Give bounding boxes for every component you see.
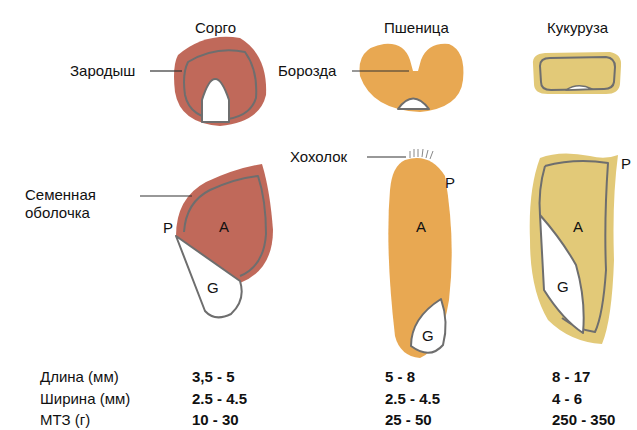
part-label: Борозда <box>278 62 336 80</box>
part-letter: A <box>573 218 583 236</box>
part-letter: G <box>557 278 569 296</box>
part-label: Зародыш <box>70 62 135 80</box>
part-label: Семенная оболочка <box>25 186 137 222</box>
table-cell: Ширина (мм) <box>40 390 130 408</box>
column-heading: Пшеница <box>384 19 449 37</box>
part-letter: P <box>445 174 455 192</box>
part-letter: P <box>621 155 631 173</box>
table-cell: МТЗ (г) <box>40 411 90 429</box>
table-cell: 10 - 30 <box>192 411 239 429</box>
part-letter: G <box>422 327 434 345</box>
table-cell: 5 - 8 <box>385 368 415 386</box>
part-letter: A <box>219 218 229 236</box>
table-cell: Длина (мм) <box>40 368 119 386</box>
table-cell: 2.5 - 4.5 <box>192 390 247 408</box>
table-cell: 2.5 - 4.5 <box>385 390 440 408</box>
part-letter: P <box>163 219 173 237</box>
part-letter: G <box>207 279 219 297</box>
table-cell: 250 - 350 <box>552 411 615 429</box>
part-label: Хохолок <box>290 148 347 166</box>
table-cell: 3,5 - 5 <box>192 368 235 386</box>
table-cell: 8 - 17 <box>552 368 590 386</box>
column-heading: Сорго <box>195 19 236 37</box>
column-heading: Кукуруза <box>547 19 608 37</box>
table-cell: 4 - 6 <box>552 390 582 408</box>
table-cell: 25 - 50 <box>385 411 432 429</box>
part-letter: A <box>416 218 426 236</box>
